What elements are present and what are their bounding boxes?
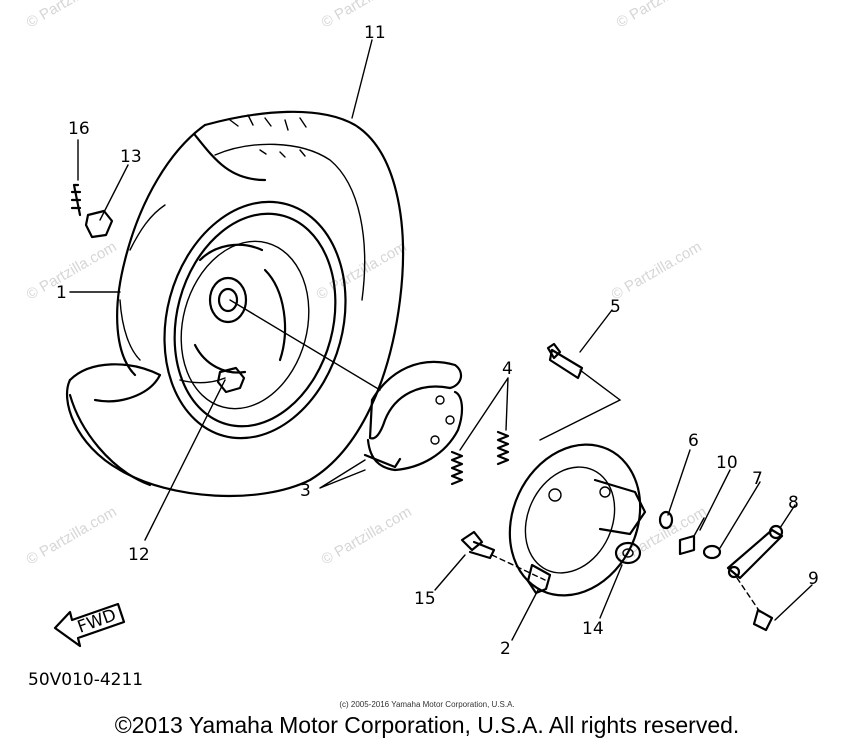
watermark: © Partzilla.com	[314, 238, 410, 303]
watermark: © Partzilla.com	[609, 238, 705, 303]
watermark: © Partzilla.com	[319, 503, 415, 568]
fwd-label: FWD	[75, 605, 119, 637]
brake-camshaft	[546, 342, 584, 380]
callout-2: 2	[500, 639, 511, 659]
callout-5: 5	[610, 297, 621, 317]
callout-10: 10	[716, 453, 738, 473]
callout-15: 15	[414, 589, 436, 609]
wheel-rim	[163, 200, 347, 440]
main-copyright: ©2013 Yamaha Motor Corporation, U.S.A. A…	[114, 712, 740, 738]
callout-9: 9	[808, 569, 819, 589]
callout-3: 3	[300, 481, 311, 501]
callout-8: 8	[788, 493, 799, 513]
callout-13: 13	[120, 147, 142, 167]
bolt-15	[460, 530, 496, 560]
callout-7: 7	[752, 469, 763, 489]
valve-cap	[84, 209, 114, 239]
watermark: © Partzilla.com	[24, 0, 120, 31]
watermark: © Partzilla.com	[24, 238, 120, 303]
watermark: © Partzilla.com	[24, 503, 120, 568]
return-spring	[678, 517, 705, 556]
part-code: 50V010-4211	[28, 670, 143, 690]
small-copyright: (c) 2005-2016 Yamaha Motor Corporation, …	[339, 700, 515, 709]
exploded-parts-diagram: © Partzilla.com © Partzilla.com © Partzi…	[24, 0, 819, 690]
washer	[614, 541, 642, 565]
callout-16: 16	[68, 119, 90, 139]
callout-12: 12	[128, 545, 150, 565]
callout-11: 11	[364, 23, 386, 43]
brake-lever	[726, 524, 784, 580]
callout-6: 6	[688, 431, 699, 451]
callout-1: 1	[56, 283, 67, 303]
callout-14: 14	[582, 619, 604, 639]
brake-shoes	[363, 360, 464, 472]
oil-seal	[658, 510, 674, 530]
wear-indicator	[702, 544, 722, 560]
callout-4: 4	[502, 359, 513, 379]
bolt-9	[752, 608, 774, 632]
fwd-arrow: FWD	[53, 602, 126, 648]
brake-shoe-plate	[508, 443, 647, 597]
valve-stem	[70, 183, 82, 217]
axle-nut	[216, 366, 246, 394]
callouts: 1 2 3 4 5 6 7 8 9 10 11 12 13 14 15 16	[56, 23, 819, 659]
leader-lines	[69, 39, 813, 641]
springs	[450, 430, 510, 486]
watermark: © Partzilla.com	[614, 0, 710, 31]
